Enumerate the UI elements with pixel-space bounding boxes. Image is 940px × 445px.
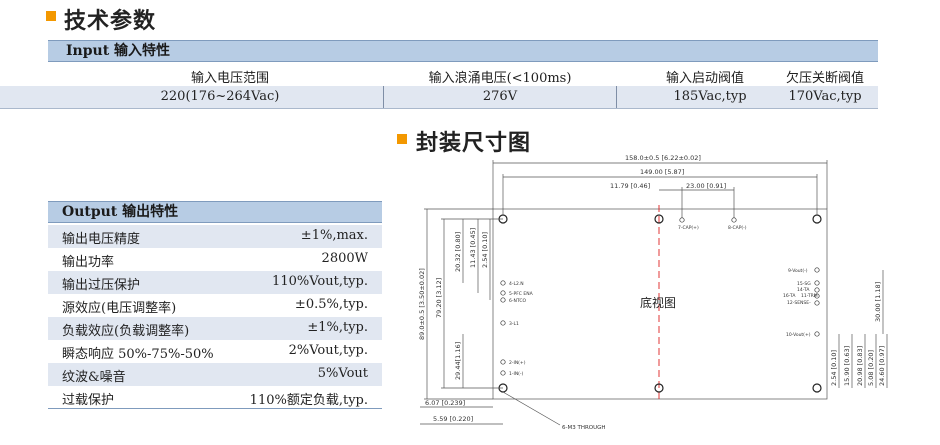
output-label: 输出功率 [62,255,115,270]
output-row: 纹波&噪音 5%Vout [48,363,382,386]
input-col-start-threshold: 输入启动阀值 [665,71,744,86]
input-val-start-threshold: 185Vac,typ [673,89,747,104]
output-row: 瞬态响应 50%-75%-50% 2%Vout,typ. [48,340,382,363]
dim-right-5-08: 5.08 [0.20] [867,350,875,386]
pin-label: 12-SENSE- [787,300,811,306]
output-label: 源效应(电压调整率) [62,301,177,316]
output-header: Output 输出特性 [62,204,179,220]
output-header-bar: Output 输出特性 [48,201,382,223]
pin-label: 14-TA [797,287,810,293]
input-val-uv-shutdown: 170Vac,typ [788,89,862,104]
output-row: 过载保护 110%额定负载,typ. [48,386,382,409]
output-label: 输出过压保护 [62,278,141,293]
dim-hole-span-width: 149.00 [5.87] [640,168,684,176]
pin-label: 15-SG [797,281,811,287]
pin-label: 16-TA [783,293,796,299]
top-pins [679,217,737,223]
output-row: 源效应(电压调整率) ±0.5%,typ. [48,294,382,317]
input-val-voltage-range: 220(176~264Vac) [160,89,280,104]
dim-pin-11-43: 11.43 [0.45] [469,228,477,268]
pin-label: 2-IN(+) [509,360,526,366]
output-row: 输出过压保护 110%Vout,typ. [48,271,382,294]
dim-hole-span-height: 79.20 [3.12] [435,278,443,318]
output-value: 2%Vout,typ. [288,343,368,358]
dim-overall-width: 158.0±0.5 [6.22±0.02] [625,154,701,162]
input-val-surge: 276V [482,89,518,104]
output-row: 输出功率 2800W [48,248,382,271]
input-col-uv-shutdown: 欠压关断阀值 [785,71,864,86]
output-label: 过载保护 [62,393,115,408]
dim-pin-spacing: 23.00 [0.91] [686,182,726,190]
dim-pin-offset: 11.79 [0.46] [610,182,650,190]
left-pins [500,280,506,376]
input-divider [616,86,617,108]
output-label: 瞬态响应 50%-75%-50% [62,347,214,362]
output-value: ±1%,max. [300,228,368,243]
dim-pin-2-54: 2.54 [0.10] [481,232,489,268]
hole-note: 6-M3 THROUGH [562,425,606,431]
bottom-view-label: 底视图 [640,295,676,310]
output-value: 2800W [321,251,368,266]
input-col-surge: 输入浪涌电压(<100ms) [428,71,572,86]
input-col-voltage-range: 输入电压范围 [190,71,269,86]
dim-pin-29-44: 29.44[1.16] [454,342,462,380]
dim-overall-height: 89.0±0.5 [3.50±0.02] [418,268,426,340]
pin-label: 10-Vout(+) [786,332,811,338]
output-value: 5%Vout [317,366,368,381]
output-row: 负载效应(负载调整率) ±1%,typ. [48,317,382,340]
dim-right-30-00: 30.00 [1.18] [874,282,882,322]
pin-label: 4-L2.N [509,281,524,287]
dim-right-20-98: 20.98 [0.83] [856,346,864,386]
output-label: 纹波&噪音 [62,370,126,385]
dim-right-15-90: 15.90 [0.63] [843,346,851,386]
dim-6-07: 6.07 [0.239] [425,399,465,407]
output-value: ±0.5%,typ. [294,297,368,312]
output-label: 输出电压精度 [62,232,141,247]
pin-label: 5-PFC ENA [509,291,534,297]
output-value: ±1%,typ. [307,320,368,335]
pin-label: 7-CAP(+) [678,225,699,231]
section-bullet [46,11,56,21]
output-label: 负载效应(负载调整率) [62,324,190,339]
input-divider [383,86,384,108]
input-value-row [0,86,878,109]
input-header-bar: Input 输入特性 [48,40,878,62]
dim-5-59: 5.59 [0.220] [433,415,473,423]
dim-right-2-54: 2.54 [0.10] [830,350,838,386]
output-value: 110%Vout,typ. [272,274,368,289]
input-header: Input 输入特性 [66,43,171,59]
output-row: 输出电压精度 ±1%,max. [48,225,382,248]
pin-label: 8-CAP(-) [728,225,747,231]
dim-right-24-60: 24.60 [0.97] [878,346,886,386]
section-bullet [397,134,407,144]
pin-label: 6-NTCO [509,298,526,304]
output-value: 110%额定负载,typ. [249,393,368,408]
pin-label: 9-Vout(-) [788,268,808,274]
dimension-section-title: 封装尺寸图 [416,131,532,156]
right-pins [814,267,820,337]
dim-pin-20-32: 20.32 [0.80] [454,232,462,272]
spec-section-title: 技术参数 [64,9,157,34]
pin-label: 11-TRM [801,293,818,299]
pin-label: 1-IN(-) [509,371,524,377]
module-outline [492,208,828,400]
pin-label: 3-L1 [509,321,519,327]
